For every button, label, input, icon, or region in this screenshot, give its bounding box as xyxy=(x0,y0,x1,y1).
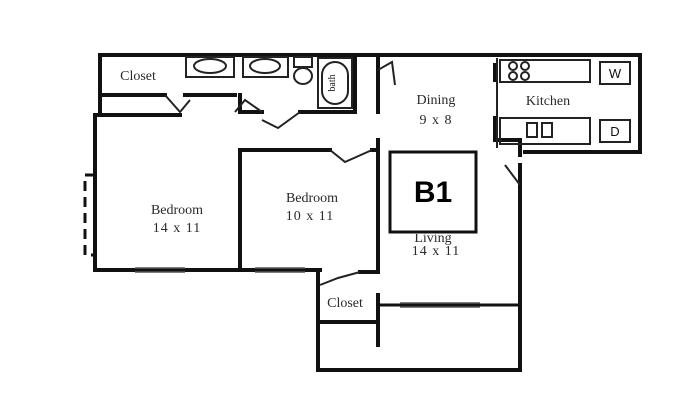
vanity-1-icon xyxy=(185,56,235,78)
closet-top-label: Closet xyxy=(120,69,156,84)
unit-code: B1 xyxy=(414,176,452,209)
walls xyxy=(93,53,642,372)
kitchen-fixtures xyxy=(496,58,631,148)
washer-box xyxy=(599,61,631,85)
bay-window xyxy=(83,173,95,257)
vanity-2-icon xyxy=(242,56,289,78)
bath-label: bath xyxy=(327,74,338,91)
closet-bottom-label: Closet xyxy=(327,296,363,311)
unit-badge: B1 xyxy=(388,150,478,234)
bedroom-1-size: 14 x 11 xyxy=(153,221,201,236)
kitchen-label: Kitchen xyxy=(526,94,570,109)
bath-fixtures xyxy=(185,56,353,109)
toilet-tank-icon xyxy=(293,56,313,68)
living-label: Living xyxy=(414,231,451,246)
dining-label: Dining xyxy=(417,93,456,108)
living-size: 14 x 11 xyxy=(412,244,460,259)
room-labels: Closet Bedroom 14 x 11 Bedroom 10 x 11 D… xyxy=(120,66,622,311)
washer-label: W xyxy=(609,66,622,81)
sink-icon xyxy=(499,117,591,145)
dining-size: 9 x 8 xyxy=(420,113,453,128)
dryer-box xyxy=(599,119,631,143)
dryer-label: D xyxy=(610,124,619,139)
bedroom-2-size: 10 x 11 xyxy=(286,209,334,224)
bedroom-1-label: Bedroom xyxy=(151,203,203,218)
windows xyxy=(135,267,480,308)
stove-icon xyxy=(499,59,591,83)
bathtub-icon xyxy=(317,57,353,109)
bedroom-2-label: Bedroom xyxy=(286,191,338,206)
doors xyxy=(164,60,521,286)
